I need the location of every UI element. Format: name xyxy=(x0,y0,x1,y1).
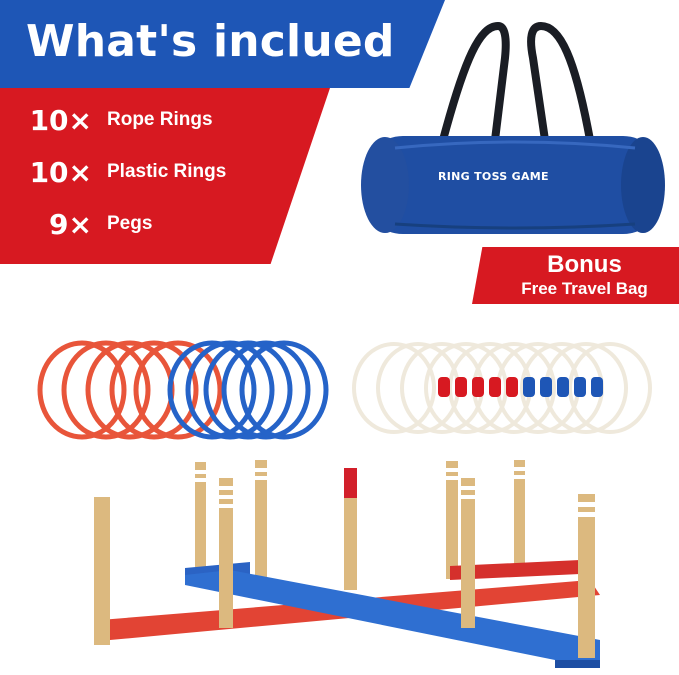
peg xyxy=(344,468,357,590)
bag-print-label: RING TOSS GAME xyxy=(438,170,549,183)
ring-connector xyxy=(489,377,501,397)
bonus-title: Bonus xyxy=(547,251,622,278)
peg xyxy=(578,494,595,658)
ring-connector xyxy=(591,377,603,397)
item-label: Rope Rings xyxy=(107,109,213,130)
ring xyxy=(568,342,652,434)
ring xyxy=(520,342,604,434)
ring xyxy=(133,340,223,440)
peg xyxy=(514,460,525,568)
ring xyxy=(85,340,175,440)
ring xyxy=(203,340,293,440)
ring xyxy=(472,342,556,434)
ring-connector xyxy=(455,377,467,397)
ring xyxy=(167,340,257,440)
ring-connector xyxy=(472,377,484,397)
bonus-badge: Bonus Free Travel Bag xyxy=(472,247,679,304)
item-label: Pegs xyxy=(107,213,153,234)
ring xyxy=(400,342,484,434)
page-title: What's inclued xyxy=(26,16,395,67)
ring xyxy=(424,342,508,434)
ring xyxy=(496,342,580,434)
peg xyxy=(461,478,475,628)
ring xyxy=(376,342,460,434)
ring-connector xyxy=(557,377,569,397)
ring xyxy=(544,342,628,434)
peg xyxy=(255,460,267,578)
peg xyxy=(219,478,233,628)
ring-connector xyxy=(540,377,552,397)
item-qty: 10× xyxy=(29,103,92,137)
title-banner xyxy=(0,0,445,88)
ring-connector xyxy=(574,377,586,397)
ring-connector xyxy=(523,377,535,397)
ring-connector xyxy=(438,377,450,397)
ring xyxy=(239,340,329,440)
peg xyxy=(94,497,110,645)
ring xyxy=(221,340,311,440)
peg xyxy=(446,461,458,579)
contents-panel xyxy=(0,88,330,264)
ring-connector xyxy=(506,377,518,397)
peg xyxy=(195,462,206,567)
ring xyxy=(37,340,127,440)
item-qty: 10× xyxy=(29,155,92,189)
ring xyxy=(352,342,436,434)
ring xyxy=(448,342,532,434)
item-label: Plastic Rings xyxy=(107,161,227,182)
bonus-subtitle: Free Travel Bag xyxy=(521,279,648,298)
ring xyxy=(61,340,151,440)
item-qty: 9× xyxy=(49,207,92,241)
travel-bag-image xyxy=(361,21,665,234)
ring xyxy=(185,340,275,440)
ring xyxy=(109,340,199,440)
